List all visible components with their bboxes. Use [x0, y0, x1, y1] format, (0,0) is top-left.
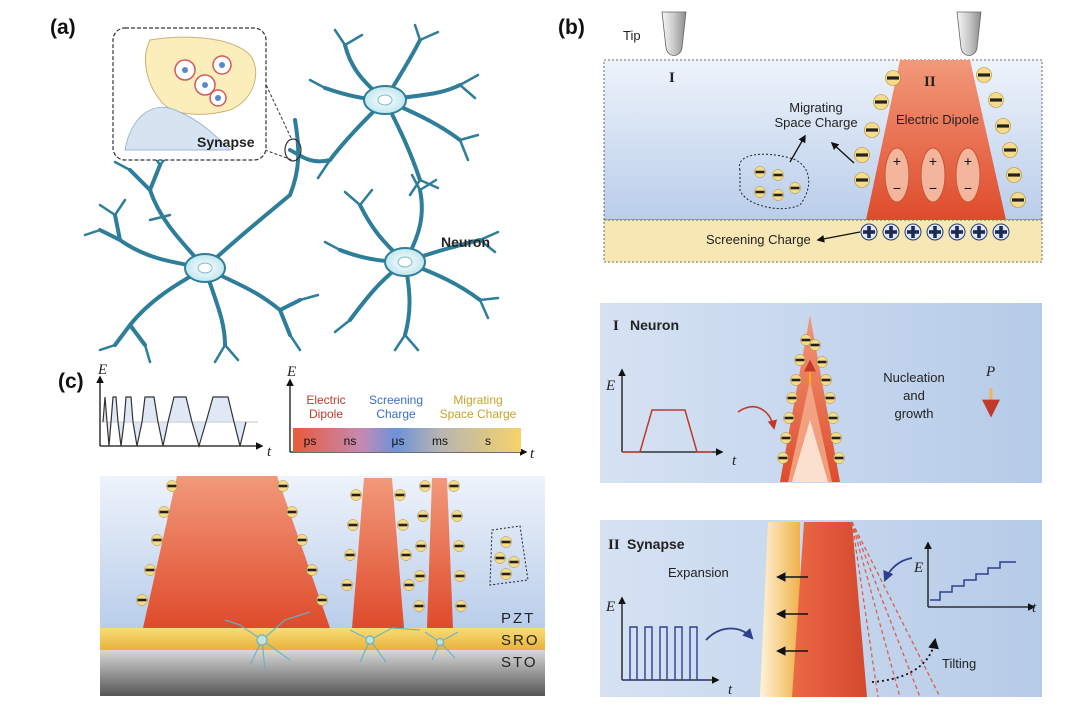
panel-c-label: (c): [58, 370, 84, 393]
roman-one-label: I: [669, 70, 675, 86]
svg-text:+: +: [929, 153, 937, 169]
svg-text:−: −: [964, 180, 972, 196]
neuron-pulse: [622, 409, 712, 453]
sto-layer: [100, 650, 545, 696]
stair-axis-e: E: [913, 560, 923, 576]
tick-0: ps: [304, 434, 317, 448]
layer-sto-label: STO: [501, 654, 538, 671]
panel-neuron: I Neuron E t Nucleation: [600, 303, 1042, 483]
svg-text:+: +: [964, 153, 972, 169]
panel-a-label: (a): [50, 16, 76, 39]
ts-migrating-1: Migrating: [453, 393, 502, 407]
layer-sro-label: SRO: [501, 632, 540, 649]
migrating-line2: Space Charge: [774, 115, 857, 130]
tip-right: [956, 11, 982, 56]
synapse-label: Synapse: [197, 134, 255, 150]
domain-medium: [352, 478, 404, 628]
nucleation-line3: growth: [894, 406, 933, 421]
domain-large: [143, 476, 330, 628]
panel-a: (a): [50, 16, 500, 364]
neuron-roman: I: [613, 318, 619, 334]
synapse-roman: II: [608, 537, 620, 553]
timescale-ticks: ps ns μs ms s: [304, 434, 491, 448]
screening-charge-label: Screening Charge: [706, 232, 811, 247]
staircase-response: [930, 561, 1016, 601]
wave-signal: [102, 396, 247, 449]
panel-c: (c) E t E t Electric Dipole Screening Ch…: [58, 362, 545, 696]
tilting-label: Tilting: [942, 656, 976, 671]
panel-b: (b) Tip I II Electric Dipole + + + − − −: [558, 11, 1043, 263]
migrating-cluster: [738, 153, 810, 209]
synapse-axis-t: t: [728, 682, 733, 698]
neuron-axis-t: t: [732, 453, 737, 469]
synapse-inset: Synapse: [112, 27, 302, 162]
roman-two-label: II: [924, 74, 936, 90]
expansion-label: Expansion: [668, 565, 729, 580]
stair-axis-t: t: [1032, 600, 1037, 616]
timescale-headers: Electric Dipole Screening Charge Migrati…: [306, 393, 516, 421]
neuron-left: [83, 118, 320, 364]
neuron-top: [288, 23, 480, 197]
sro-layer: [100, 628, 545, 650]
scale-axis-e: E: [286, 364, 296, 380]
synapse-axis-e: E: [605, 599, 615, 615]
panel-synapse: II Synapse Expansion E t Tilting E t: [600, 520, 1042, 698]
wave-axis-t: t: [267, 444, 272, 460]
nucleation-line1: Nucleation: [883, 370, 944, 385]
neuron-label: Neuron: [441, 234, 490, 250]
svg-text:−: −: [929, 180, 937, 196]
ts-electric-2: Dipole: [309, 407, 343, 421]
neuron-title: Neuron: [630, 317, 679, 333]
tick-2: μs: [392, 434, 405, 448]
domain-thin: [427, 478, 453, 628]
svg-text:+: +: [893, 153, 901, 169]
dipoles: + + + − − −: [884, 147, 981, 203]
neuron-illustration: [83, 23, 500, 364]
panel-b-label: (b): [558, 16, 585, 39]
synapse-domain: [792, 522, 867, 697]
synapse-pulse-train: [622, 626, 706, 681]
tick-1: ns: [344, 434, 357, 448]
ts-screening-2: Charge: [376, 407, 416, 421]
neuron-axis-e: E: [605, 378, 615, 394]
migrating-line1: Migrating: [789, 100, 842, 115]
synapse-title: Synapse: [627, 536, 685, 552]
nucleation-line2: and: [903, 388, 925, 403]
timescale-bar: [293, 428, 521, 452]
ts-screening-1: Screening: [369, 393, 423, 407]
tick-4: s: [485, 434, 491, 448]
layer-pzt-label: PZT: [501, 610, 535, 627]
ts-electric-1: Electric: [306, 393, 345, 407]
tip-label: Tip: [623, 28, 641, 43]
neuron-right: [323, 173, 500, 352]
scale-axis-t: t: [530, 446, 535, 462]
wave-axis-e: E: [97, 362, 107, 378]
tip-left: [661, 11, 687, 56]
ts-migrating-2: Space Charge: [440, 407, 517, 421]
electric-dipole-label: Electric Dipole: [896, 112, 979, 127]
tilting-lines: [851, 521, 941, 698]
svg-text:−: −: [893, 180, 901, 196]
polarization-symbol: P: [985, 364, 995, 380]
sro-neurons: [224, 611, 459, 671]
tick-3: ms: [432, 434, 448, 448]
